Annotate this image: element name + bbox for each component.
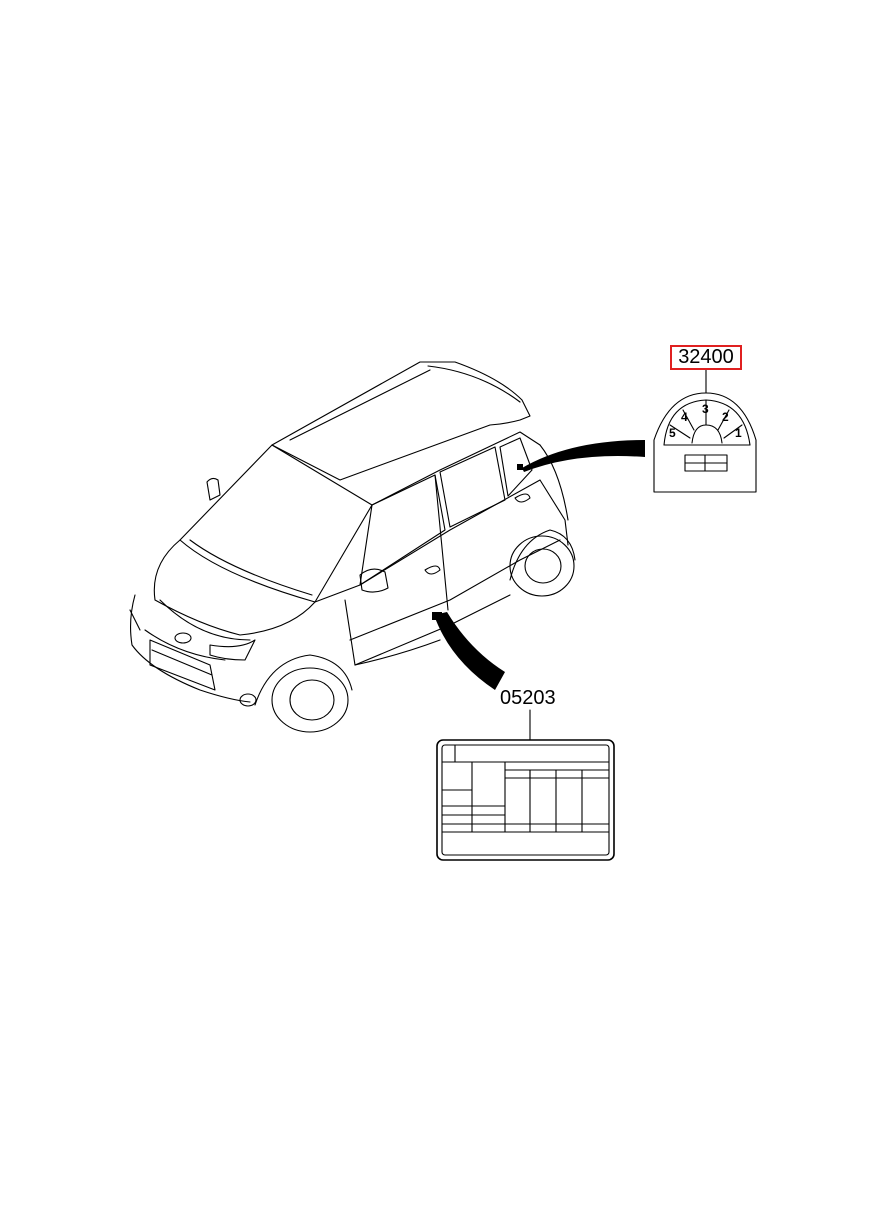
callout-32400[interactable]: 32400: [670, 345, 742, 370]
gear-number-3: 3: [702, 402, 709, 416]
leader-wedge-05203: [432, 612, 505, 690]
vehicle-info-label-icon: [436, 739, 615, 861]
car-illustration: [129, 361, 576, 733]
gear-number-2: 2: [722, 410, 729, 424]
callout-05203[interactable]: 05203: [500, 687, 556, 709]
gear-number-4: 4: [681, 410, 688, 424]
tyre-pressure-label-icon: 5 4 3 2 1: [653, 392, 757, 493]
gear-number-5: 5: [669, 426, 676, 440]
leader-wedge-32400: [517, 440, 645, 472]
gear-number-1: 1: [735, 426, 742, 440]
